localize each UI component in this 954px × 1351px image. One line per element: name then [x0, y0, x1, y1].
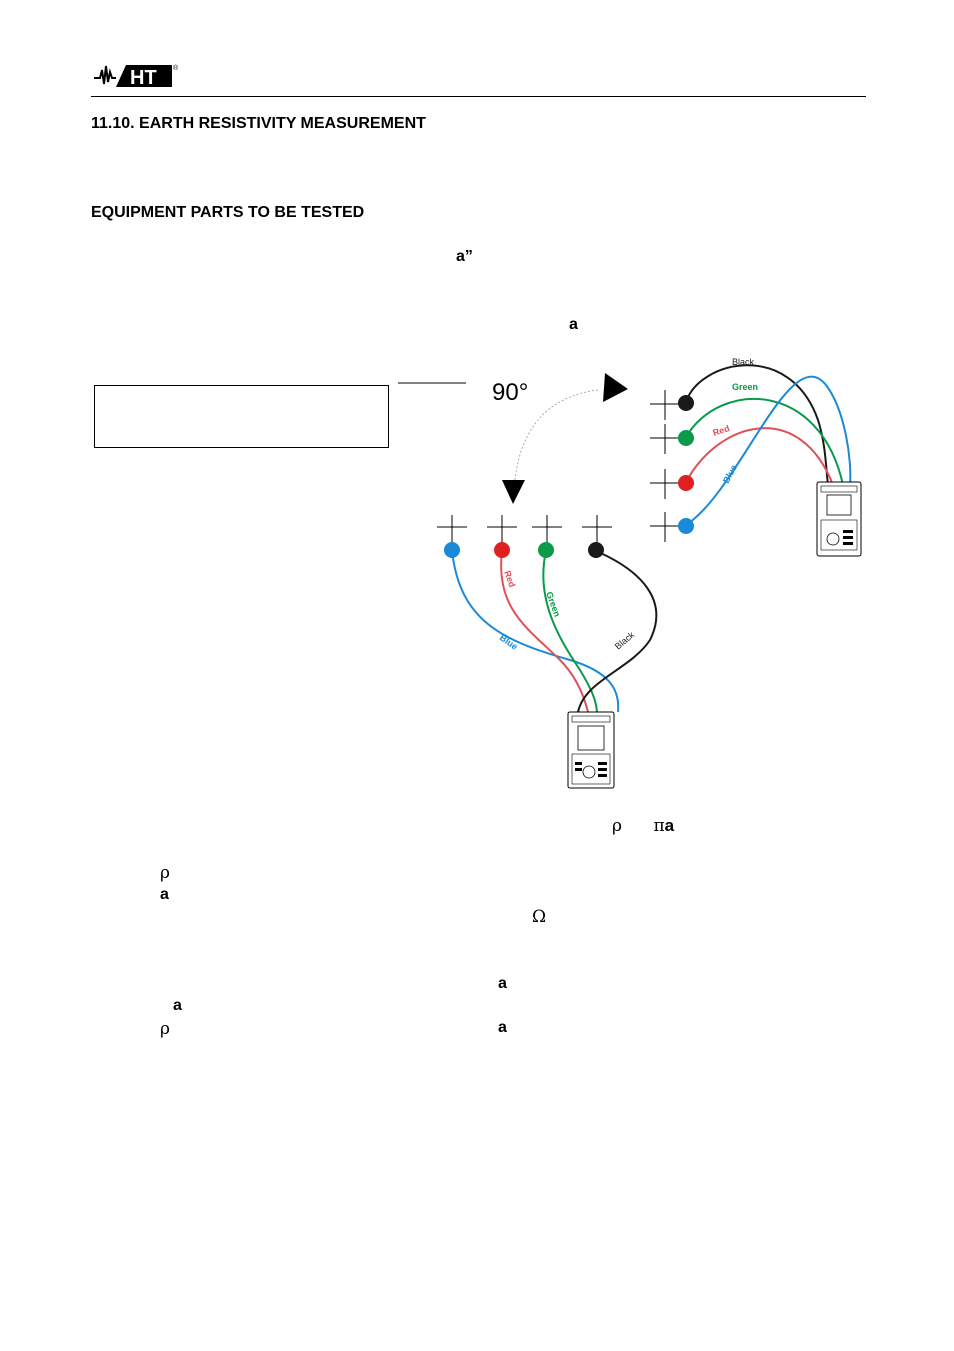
red-wire	[685, 427, 834, 486]
red-label: Red	[712, 423, 731, 438]
formula-rho: ρ	[612, 816, 622, 836]
black-electrode	[588, 542, 604, 558]
black-label: Black	[732, 357, 755, 367]
formula-pi: π	[653, 816, 665, 836]
text-fragment: a	[160, 886, 169, 903]
rho-symbol: ρ	[160, 863, 170, 883]
red-electrode	[494, 542, 510, 558]
red-electrode	[678, 475, 694, 491]
formula-a: a	[664, 816, 675, 835]
black-label: Black	[613, 629, 637, 651]
section-title: 11.10. EARTH RESISTIVITY MEASUREMENT	[91, 115, 426, 132]
black-wire	[685, 364, 829, 486]
blue-electrode	[444, 542, 460, 558]
ht-logo: HT ®	[92, 60, 182, 90]
green-label: Green	[732, 382, 758, 392]
arrow-right-icon	[603, 373, 628, 402]
blue-label: Blue	[498, 632, 520, 651]
header-rule	[91, 96, 866, 97]
omega-symbol: Ω	[532, 907, 547, 927]
black-wire	[577, 550, 658, 713]
logo-text: HT	[130, 67, 157, 89]
red-label: Red	[502, 569, 517, 588]
blue-electrode	[678, 518, 694, 534]
blue-wire	[685, 375, 852, 526]
blue-label: Blue	[721, 463, 739, 485]
connection-diagram: 90° Black Green Red Blue	[395, 355, 875, 800]
green-electrode	[538, 542, 554, 558]
registered-mark: ®	[173, 64, 179, 72]
green-wire	[685, 397, 844, 486]
resistivity-formula: ρ πa	[612, 816, 674, 836]
subsection-title: EQUIPMENT PARTS TO BE TESTED	[91, 204, 365, 221]
note-box	[94, 385, 389, 448]
green-wire	[542, 550, 598, 713]
text-fragment: a”	[456, 248, 473, 265]
angle-label: 90°	[492, 379, 528, 406]
rho-symbol: ρ	[160, 1019, 170, 1039]
instrument-icon	[567, 711, 615, 789]
text-fragment: a	[569, 316, 578, 333]
text-fragment: a	[498, 1019, 507, 1036]
text-fragment: a	[173, 997, 182, 1014]
green-electrode	[678, 430, 694, 446]
red-wire	[500, 550, 589, 713]
black-electrode	[678, 395, 694, 411]
text-fragment: a	[498, 975, 507, 992]
instrument-icon	[816, 481, 862, 557]
rotation-arc	[513, 389, 599, 491]
arrow-down-icon	[502, 480, 525, 504]
